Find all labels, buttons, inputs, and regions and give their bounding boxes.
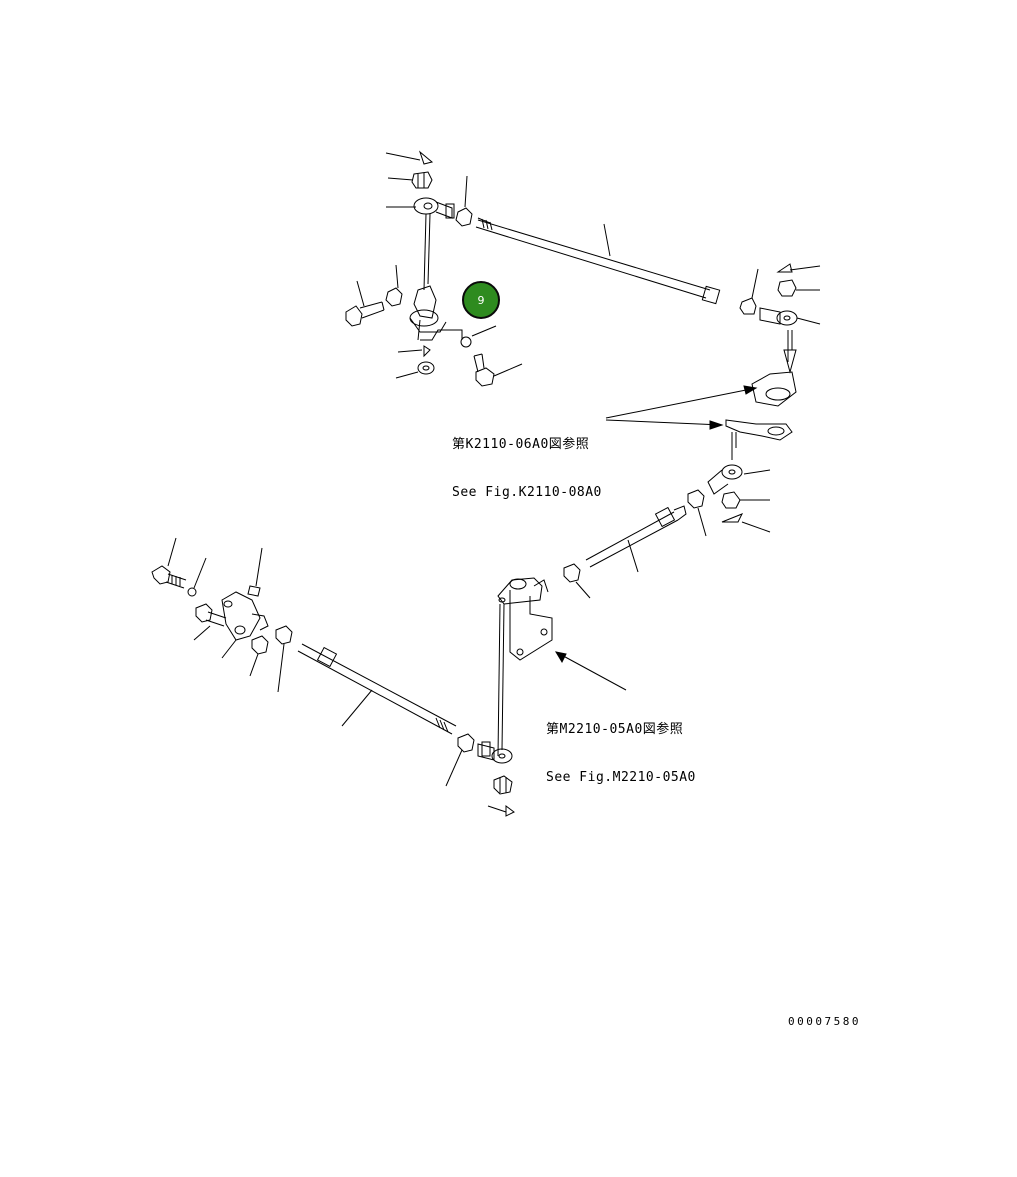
cotter-pin-top (386, 152, 432, 164)
hex-nut-lower-left-a (250, 636, 268, 676)
hex-nut-upper-rod-right (740, 269, 758, 314)
castle-nut-middle (722, 492, 770, 508)
castle-nut-top (388, 172, 432, 188)
hex-nut-upper-left (386, 265, 402, 306)
part-callout-number: 9 (477, 293, 485, 307)
lever-vertical-upper (410, 214, 446, 340)
reference-label-k2110: 第K2110-06A0図参照 See Fig.K2110-08A0 (452, 405, 602, 517)
bolt-lower-clevis (194, 604, 226, 640)
rod-end-top-right (760, 308, 820, 325)
reference-label-m2210-jp: 第M2210-05A0図参照 (546, 722, 684, 737)
hex-nut-lower-left-b (276, 626, 292, 692)
rod-end-lower (478, 742, 512, 763)
small-pin-upper (398, 346, 430, 356)
castle-nut-right-top (778, 280, 820, 296)
castle-nut-lower (494, 776, 512, 794)
clevis-lower-left (222, 592, 268, 658)
rod-end-middle (708, 465, 770, 494)
lever-arm-middle (726, 420, 792, 460)
bolt-lower-left (152, 538, 186, 588)
reference-label-m2210-en: See Fig.M2210-05A0 (546, 770, 696, 785)
small-pin-lower-left (248, 548, 262, 596)
rod-end-top-left (386, 198, 454, 218)
washer-upper (396, 362, 434, 378)
bolt-upper-left (346, 281, 384, 326)
figure-number: 00007580 (788, 1015, 861, 1028)
lever-arm-upper (752, 330, 796, 406)
hex-nut-middle-rod-right (688, 490, 706, 536)
middle-linkage-rod (586, 506, 686, 572)
reference-label-k2110-en: See Fig.K2110-08A0 (452, 485, 602, 500)
washer-lower-left (188, 558, 206, 596)
cotter-pin-right-top (778, 264, 820, 272)
cotter-pin-middle (722, 514, 770, 532)
mounting-bracket (498, 578, 552, 756)
hex-nut-lower-rod-right (446, 734, 474, 786)
lower-linkage-rod (298, 644, 456, 734)
reference-label-k2110-jp: 第K2110-06A0図参照 (452, 437, 590, 452)
hex-nut-middle-rod-left (564, 564, 590, 598)
hex-nut-upper-rod-left (456, 176, 472, 226)
reference-arrows-k2110 (606, 386, 756, 429)
clevis-pin-upper (420, 326, 496, 347)
upper-linkage-rod (476, 218, 720, 304)
reference-label-m2210: 第M2210-05A0図参照 See Fig.M2210-05A0 (546, 690, 696, 802)
cotter-pin-lower (488, 806, 514, 816)
reference-arrow-m2210 (556, 652, 626, 690)
bolt-upper-right (474, 354, 522, 386)
part-callout-badge[interactable]: 9 (462, 281, 500, 319)
